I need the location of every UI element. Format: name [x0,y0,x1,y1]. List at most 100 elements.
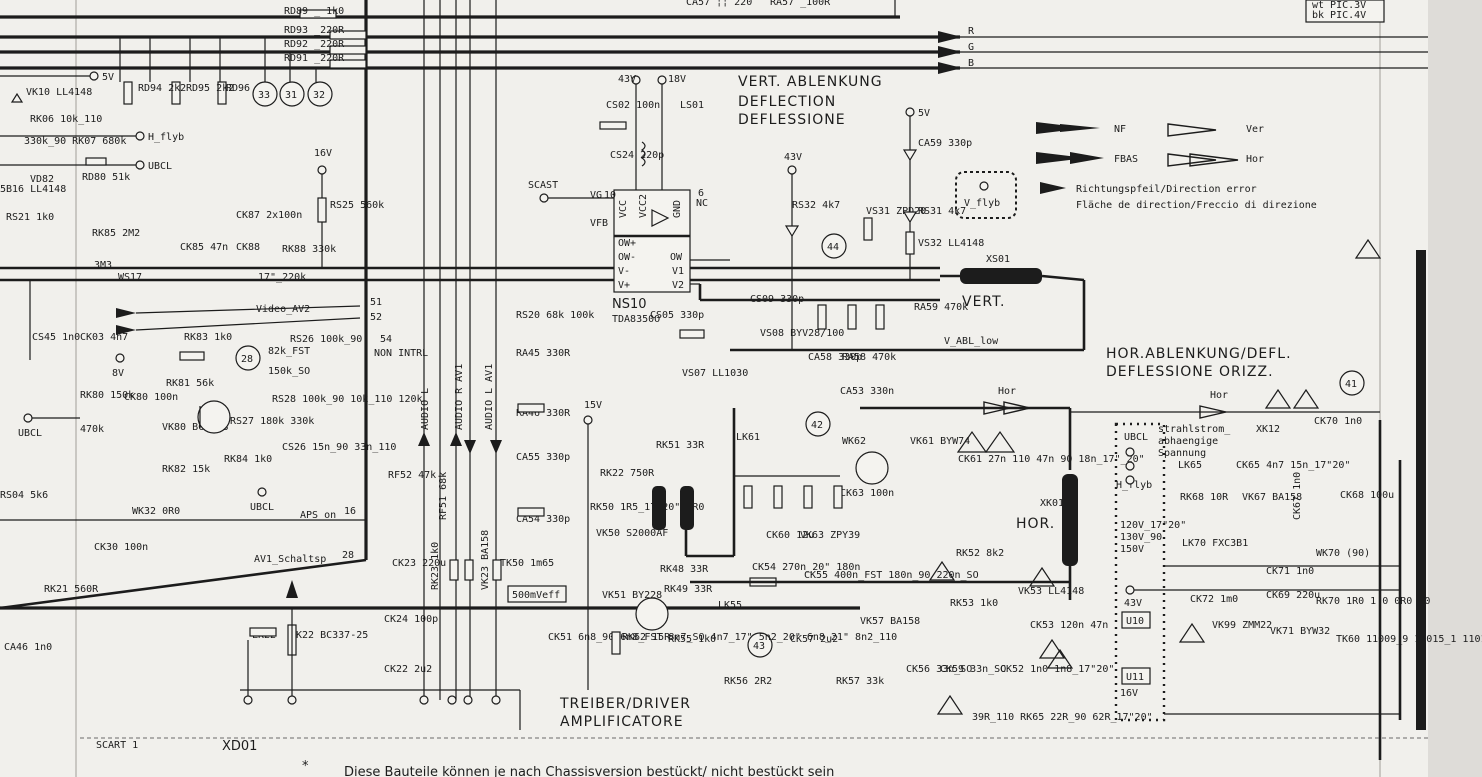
eht-section: UBCL strahlstrom_ abhaengige Spannung XK… [1114,238,1482,760]
rk50-label: LK61 [736,432,760,443]
hor-signal-label: Hor [998,386,1016,397]
rs26-label: RS26 100k_90 [290,334,362,345]
ck52-label: CK70 1n0 [1314,416,1362,427]
xk12-label: XK12 [1256,424,1280,435]
vk57-label: CK52 1n0 1n8_17"20" [1000,664,1114,675]
rk48-label: CK60 12u [766,530,814,541]
lk70-label: TK60 11009_9 11015_1 11016_1 [1336,634,1482,645]
circle-43: 43 [753,641,765,652]
vk67-label: CK69 220u [1266,590,1320,601]
ck67-label: RK70 1R0 1 0 0R0 90 [1316,596,1430,607]
ls01-label: CS24 220p [610,150,664,161]
lk65-label: CK71 1n0 [1266,566,1314,577]
ck57-label: CK56 33n_SO [906,664,972,675]
scast-label: SCAST [528,180,558,191]
h-flyb-2-label: H_flyb [1116,480,1152,491]
rd95-label: RD95 2k2 [186,83,234,94]
rk56-label: CK59 33n_SO [940,664,1006,675]
ck24-label: VK51 BY228 [602,590,662,601]
rk52-label: LK65 [1178,460,1202,471]
v-plus-label: V+ [618,280,630,291]
v16-label: 16V [314,148,332,159]
tda-label: TDA8350O [612,314,660,325]
ca46-label: CA46 1n0 [4,642,52,653]
lk55-label: VK53 LL4148 [1018,586,1084,597]
footnote-star: * [302,759,309,774]
av-bus [0,558,367,610]
ca59-label: RA45 330R [516,348,571,359]
driver-title-2: AMPLIFICATORE [560,714,684,730]
vk23-label: VK50 S2000AF [596,528,668,539]
legend-direction: Richtungspfeil/Direction error [1076,184,1257,195]
legend-hor: Hor [1246,154,1264,165]
v15-label: 15V [584,400,602,411]
ck63-label: RK55 1k0 [668,634,716,645]
rk80-label: RK80 150k [80,390,134,401]
vcc-label: VCC [618,200,629,218]
ck55-label: RK53 1k0 [950,598,998,609]
ca53-label: RF52 47k [388,470,436,481]
rk68-label: CK72 1m0 [1190,594,1238,605]
non-intrl-label: NON INTRL [374,348,428,359]
legend-ver: Ver [1246,124,1264,135]
rs27-label: RS27 180k 330k [230,416,314,427]
vk53-label: RK68 10R [1180,492,1229,503]
ck80-label: CK80 100n [124,392,178,403]
ra52-label: RK23 1k0 [430,542,441,590]
v16-b-label: 16V [1120,688,1138,699]
v130-label: 130V_90 [1120,532,1162,543]
ck85-label: CK85 47n [180,242,228,253]
rk81-label: RK81 56k [166,378,214,389]
ca55-label: CK24 100p [384,614,438,625]
rs04-label: CS02 100n [606,100,660,111]
rk23-label: RK50 1R5_17"20" 1R0 [590,502,704,513]
rk51-label: CK63 100n [840,488,894,499]
vert-coil-label: VERT. [962,294,1005,310]
v5-b-label: 5V [918,108,930,119]
corner-label-box: wt PIC.3V bk PIC.4V [1305,0,1385,23]
rd96-label: RD96 2k2 [226,83,274,94]
corner-line-1: wt PIC.3V [1312,0,1366,11]
meter-label: 500mVeff [512,590,560,601]
dtc-label: RS04 5k6 [0,490,48,501]
ck68-label: VK99 ZMM22 [1212,620,1272,631]
ck56-label: CK67 1n0 [1292,472,1303,520]
paper [0,0,1428,777]
wk32-label: WK32 0R0 [132,506,180,517]
ubcl-label: UBCL [148,161,172,172]
aps-on-label: APS_on [300,510,336,521]
wk62-label: LK55 [718,600,742,611]
rk53-label: CK65 4n7 15n_17"20" [1236,460,1350,471]
strahlstrom-label: strahlstrom_ [1158,424,1231,435]
vd82-label: VD82 [30,174,54,185]
tk50-label: RK51 33R [656,440,705,451]
h3m3-label: 3M3 [94,260,112,271]
ow-label: OW [670,252,683,263]
vert-en-title: DEFLECTION [738,94,836,110]
legend-fbas: FBAS [1114,154,1138,165]
ow-plus-label: OW+ [618,238,636,249]
vg-label: VG [590,190,602,201]
rgb-bus: R G B [0,0,1428,74]
ws17-label: WS17 [118,272,142,283]
legend-nf: NF [1114,124,1126,135]
v8-label: 8V [112,368,124,379]
bus-label-b: B [968,58,974,69]
v150-label: 150V [1120,544,1144,555]
hor-signal-b-label: Hor [1210,390,1228,401]
audio-l-av1-label: AUDIO L AV1 [484,364,495,430]
vert-it-title: DEFLESSIONE [738,112,846,128]
rk21-label: RK21 560R [44,584,99,595]
ns10-label: NS10 [612,297,647,312]
ra53-label: CK23 220u [392,558,446,569]
circle-33: 33 [258,90,270,101]
rk07-label: 330k_90 RK07 680k [24,136,126,147]
ra46-label: TK50 1m65 [500,558,554,569]
circle-28: 28 [241,354,253,365]
pin16-label: 16 [344,506,356,517]
cs26-label: CS26 15n_90 33n_110 [282,442,396,453]
vfb-label: VFB [590,218,608,229]
vert-de-title: VERT. ABLENKUNG [738,74,883,90]
bus-label-r: R [968,26,975,37]
rk06-label: RK06 10k_110 [30,114,102,125]
